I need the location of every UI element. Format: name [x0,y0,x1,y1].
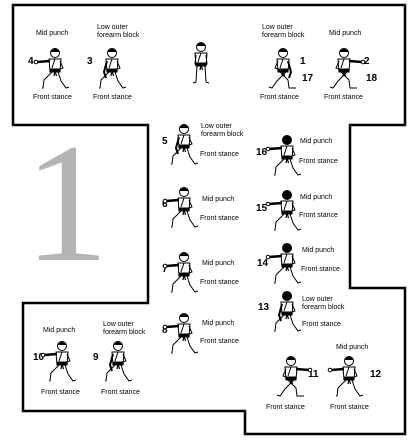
label-stance-6: Front stance [200,215,239,222]
figure-step-7 [162,252,199,293]
label-technique-13-line1: Low outer [302,296,333,303]
label-stance-10: Front stance [41,389,80,396]
figure-step-12 [327,356,364,397]
figure-step-9 [105,341,133,382]
label-technique-16: Mid punch [300,138,333,145]
label-stance-15: Front stance [299,212,338,219]
label-stance-5: Front stance [200,151,239,158]
figure-step-4 [33,48,70,89]
figure-step-1 [268,48,296,89]
figure-step-10 [40,341,77,382]
label-stance-7: Front stance [200,279,239,286]
label-technique-3-line1: Low outer [97,24,128,31]
label-technique-6: Mid punch [202,196,235,203]
label-technique-9-line1: Low outer [103,321,134,328]
step-number-1: 1 [300,56,306,67]
label-stance-9: Front stance [101,389,140,396]
label-technique-12: Mid punch [336,344,369,351]
step-number-8: 8 [162,325,168,336]
figure-ready-stance [192,42,210,84]
figure-step-11 [276,356,313,397]
label-stance-4: Front stance [33,94,72,101]
label-stance-3: Front stance [93,94,132,101]
step-number-12: 12 [370,369,382,380]
step-number-13: 13 [258,302,270,313]
figure-step-3 [99,48,127,89]
label-stance-13: Front stance [302,321,341,328]
form-number-numeral: 1 [24,109,109,297]
label-technique-4: Mid punch [36,30,69,37]
label-stance-12: Front stance [330,404,369,411]
figure-step-14 [265,243,302,284]
label-technique-5-line2: forearm block [201,131,244,138]
label-stance-2: Front stance [324,94,363,101]
step-number-9: 9 [93,352,99,363]
step-number-17: 17 [302,73,314,84]
step-number-4: 4 [28,56,34,67]
figure-step-6 [162,187,199,228]
label-stance-11: Front stance [266,404,305,411]
label-stance-16: Front stance [299,158,338,165]
step-number-2: 2 [364,56,370,67]
label-technique-13-line2: forearm block [302,304,345,311]
label-stance-8: Front stance [200,338,239,345]
step-number-7: 7 [162,264,168,275]
label-technique-3-line2: forearm block [97,32,140,39]
step-number-11: 11 [308,369,319,380]
figure-step-5 [171,124,199,165]
step-number-6: 6 [162,199,168,210]
label-technique-5-line1: Low outer [201,123,232,130]
label-technique-14: Mid punch [302,247,335,254]
label-technique-1-line2: forearm block [262,32,305,39]
step-number-3: 3 [87,56,93,67]
step-number-10: 10 [33,352,45,363]
step-number-15: 15 [256,203,268,214]
label-stance-14: Front stance [301,266,340,273]
figure-step-15 [265,190,302,231]
label-stance-1: Front stance [260,94,299,101]
label-technique-15: Mid punch [300,194,333,201]
label-technique-7: Mid punch [202,260,235,267]
figure-step-2 [329,48,366,89]
step-number-14: 14 [257,258,269,269]
figure-step-16 [265,135,302,176]
label-technique-1-line1: Low outer [262,24,293,31]
figure-step-8 [162,313,199,354]
label-technique-8: Mid punch [202,320,235,327]
step-number-5: 5 [162,136,168,147]
label-technique-9-line2: forearm block [103,329,146,336]
step-number-16: 16 [256,147,268,158]
label-technique-10: Mid punch [43,327,76,334]
label-technique-2: Mid punch [329,30,362,37]
step-number-18: 18 [366,73,378,84]
figure-step-13 [274,291,302,332]
